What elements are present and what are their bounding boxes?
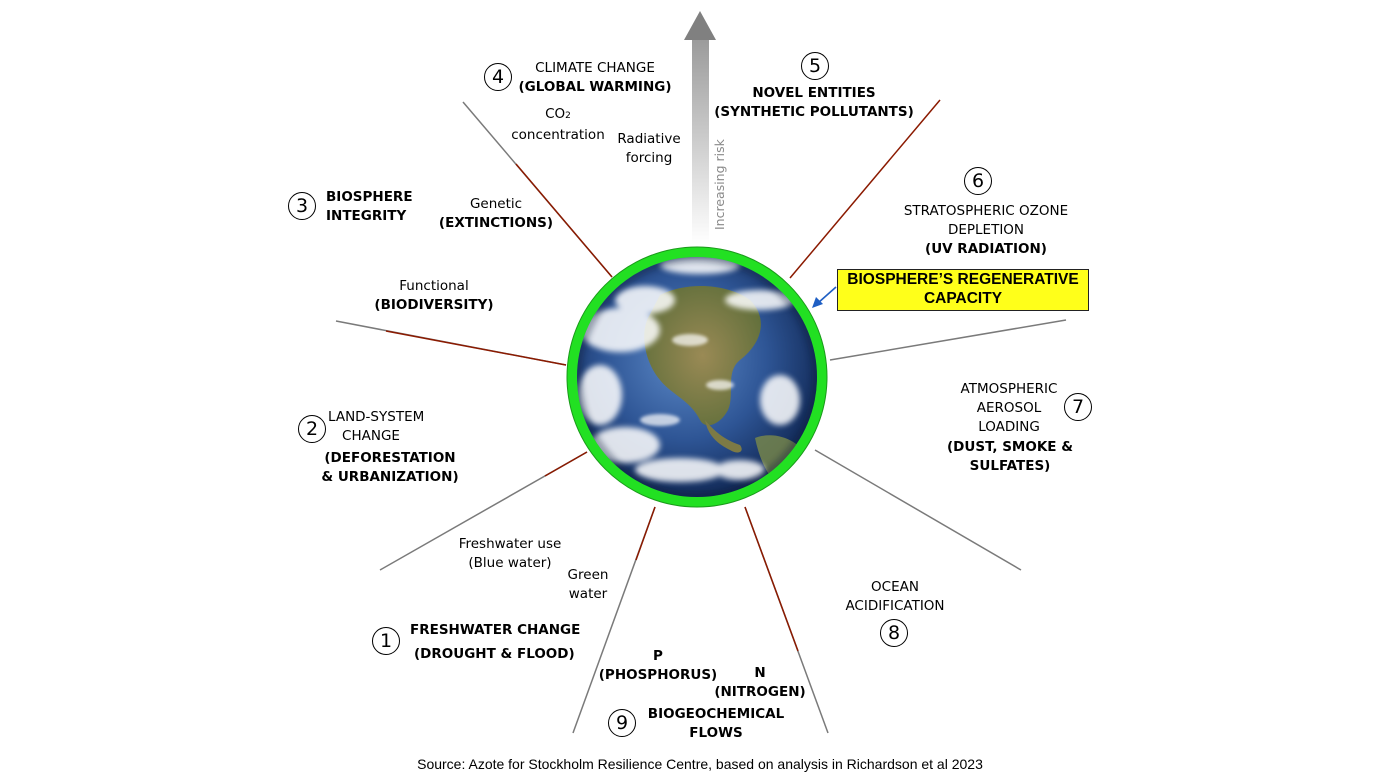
sulfates-text: SULFATES) [969,458,1051,474]
boundary-biosphere-subtitle: INTEGRITY [326,208,407,224]
sublabel-green-water: Green water [560,566,616,604]
functional-text: Functional [399,278,469,294]
boundary-land-title-2: CHANGE [342,428,400,444]
boundary-number-1: 1 [372,627,400,655]
dust-smoke-text: (DUST, SMOKE & [947,439,1073,455]
boundary-biogeochemical-title: BIOGEOCHEMICAL [647,706,785,722]
spoke-novel-entities [789,99,941,279]
boundary-climate-change-subtitle: (GLOBAL WARMING) [518,79,672,95]
extinctions-text: (EXTINCTIONS) [438,215,554,231]
n-text: N [754,665,766,681]
boundary-land-title: LAND-SYSTEM [328,409,425,425]
earth-globe [566,246,828,508]
boundary-aerosol-loading: ATMOSPHERIC AEROSOL LOADING [950,380,1068,437]
spoke-genetic-red [385,330,567,366]
boundary-land-system-change: LAND-SYSTEM CHANGE [328,408,425,446]
boundary-aerosol-subtitle: (DUST, SMOKE & SULFATES) [940,438,1080,476]
boundary-biosphere-title: BIOSPHERE [326,189,413,205]
sublabel-blue-water: Freshwater use (Blue water) [448,535,572,573]
boundary-ozone-title: STRATOSPHERIC OZONE [903,203,1069,219]
boundary-biogeochemical-subtitle: FLOWS [689,725,743,741]
boundary-ocean-acidification: OCEAN ACIDIFICATION [832,578,958,616]
sublabel-radiative-forcing: Radiative forcing [609,130,689,168]
boundary-novel-entities-subtitle: (SYNTHETIC POLLUTANTS) [714,104,914,120]
increasing-risk-label: Increasing risk [712,139,727,230]
biodiversity-text: (BIODIVERSITY) [374,297,494,313]
co2-text: CO [545,106,566,122]
spoke-ozone [829,319,1067,361]
boundary-number-8: 8 [880,619,908,647]
boundary-novel-entities: NOVEL ENTITIES (SYNTHETIC POLLUTANTS) [710,84,918,122]
boundary-ozone-title-2: DEPLETION [947,222,1025,238]
spoke-land-red [544,451,588,477]
blue-water-text: (Blue water) [468,555,552,571]
boundary-climate-change-title: CLIMATE CHANGE [535,60,655,76]
boundary-number-6: 6 [964,167,992,195]
sublabel-genetic: Genetic (EXTINCTIONS) [434,195,558,233]
boundary-aerosol-title: ATMOSPHERIC [960,381,1058,397]
green-text: Green [567,567,609,583]
water-text: water [568,586,608,602]
boundary-freshwater-subtitle: (DROUGHT & FLOOD) [414,646,575,662]
sublabel-functional: Functional (BIODIVERSITY) [364,277,504,315]
callout-arrow [812,286,837,308]
regenerative-capacity-callout: BIOSPHERE’S REGENERATIVE CAPACITY [837,269,1089,311]
boundary-biogeochemical-flows: BIOGEOCHEMICAL FLOWS [645,705,787,743]
urbanization-text: & URBANIZATION) [321,469,459,485]
co2-subscript: 2 [565,111,571,121]
boundary-ocean-title-2: ACIDIFICATION [845,598,945,614]
genetic-text: Genetic [469,196,523,212]
source-caption: Source: Azote for Stockholm Resilience C… [417,756,983,772]
sublabel-nitrogen: N (NITROGEN) [710,664,810,702]
boundary-ozone-subtitle: (UV RADIATION) [925,241,1047,257]
forcing-text: forcing [625,150,673,166]
nitrogen-text: (NITROGEN) [714,684,806,700]
boundary-ozone-depletion: STRATOSPHERIC OZONE DEPLETION (UV RADIAT… [886,202,1086,259]
spoke-nitrogen-red [744,506,799,652]
radiative-text: Radiative [617,131,681,147]
boundary-aerosol-title-2: AEROSOL [976,400,1042,416]
spoke-aerosol [814,449,1022,571]
boundary-number-5: 5 [801,52,829,80]
boundary-freshwater-title: FRESHWATER CHANGE [410,622,581,638]
concentration-text: concentration [511,127,605,143]
phosphorus-text: (PHOSPHORUS) [598,667,718,683]
boundary-aerosol-title-3: LOADING [978,419,1040,435]
boundary-climate-change: CLIMATE CHANGE (GLOBAL WARMING) [515,59,675,97]
boundary-number-9: 9 [608,709,636,737]
increasing-risk-arrow [684,11,716,244]
p-text: P [653,648,663,664]
boundary-spokes [335,99,1067,734]
spoke-climate-co2-red [515,163,613,278]
spoke-phosphorus-red [635,506,656,561]
boundary-novel-entities-title: NOVEL ENTITIES [752,85,876,101]
boundary-number-3: 3 [288,192,316,220]
boundary-biosphere-integrity: BIOSPHERE INTEGRITY [326,188,413,226]
boundary-land-subtitle: (DEFORESTATION & URBANIZATION) [312,449,468,487]
boundary-number-4: 4 [484,63,512,91]
boundary-ocean-title: OCEAN [871,579,919,595]
boundary-number-7: 7 [1064,393,1092,421]
deforestation-text: (DEFORESTATION [324,450,456,466]
freshwater-use-text: Freshwater use [458,536,562,552]
sublabel-phosphorus: P (PHOSPHORUS) [596,647,720,685]
sublabel-co2-concentration: CO2 concentration [508,105,608,145]
boundary-number-2: 2 [298,415,326,443]
